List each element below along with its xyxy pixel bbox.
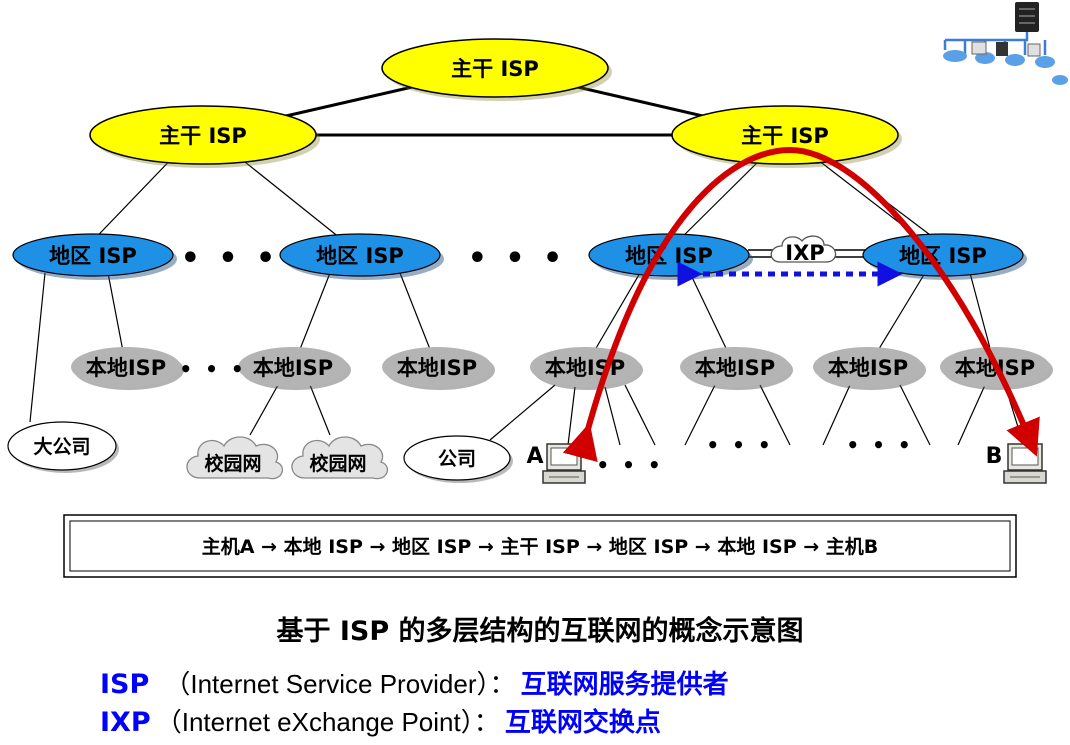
- regional-isp-1: 地区 ISP: [12, 233, 177, 280]
- local-isp-label: 本地ISP: [86, 356, 166, 380]
- large-company-label: 大公司: [33, 435, 90, 458]
- regional-isp-label: 地区 ISP: [316, 244, 404, 268]
- host-b-label: B: [986, 444, 1003, 469]
- figure-caption: 基于 ISP 的多层结构的互联网的概念示意图: [276, 615, 803, 647]
- backbone-isp-label: 主干 ISP: [741, 124, 829, 148]
- network-topology-icon: [943, 2, 1068, 85]
- route-arrow: [562, 146, 1040, 463]
- campus-network-2: 校园网: [291, 436, 389, 480]
- backbone-isp-left: 主干 ISP: [89, 105, 320, 168]
- ellipsis-hosts-1: • • •: [596, 453, 663, 477]
- ellipsis-hosts-2: • • •: [706, 433, 773, 457]
- campus-network-label: 校园网: [204, 452, 261, 475]
- ixp-label: IXP: [785, 241, 824, 265]
- host-b: B: [986, 443, 1047, 484]
- legend-ixp-line: IXP （Internet eXchange Point）： 互联网交换点: [100, 707, 661, 738]
- local-isp-2: 本地ISP: [238, 347, 351, 390]
- local-isp-label: 本地ISP: [695, 356, 775, 380]
- large-company: 大公司: [7, 421, 119, 473]
- regional-isp-2: 地区 ISP: [279, 233, 444, 280]
- company-label: 公司: [438, 448, 476, 470]
- legend-ixp-abbr: IXP: [100, 707, 151, 738]
- local-isp-5: 本地ISP: [680, 347, 793, 390]
- legend-isp-full: （Internet Service Provider）：: [164, 669, 515, 699]
- legend-isp-abbr: ISP: [100, 669, 149, 700]
- regional-isp-4: 地区 ISP: [862, 233, 1027, 280]
- host-a-label: A: [526, 444, 543, 469]
- backbone-isp-label: 主干 ISP: [159, 124, 247, 148]
- campus-network-1: 校园网: [186, 436, 284, 480]
- path-summary-text: 主机A → 本地 ISP → 地区 ISP → 主干 ISP → 地区 ISP …: [202, 535, 879, 558]
- local-isp-label: 本地ISP: [253, 356, 333, 380]
- company: 公司: [403, 435, 513, 483]
- backbone-isp-label: 主干 ISP: [451, 57, 539, 81]
- legend-isp-line: ISP （Internet Service Provider）： 互联网服务提供…: [100, 669, 729, 700]
- legend-ixp-cn: 互联网交换点: [505, 707, 661, 738]
- ellipsis-local: • • •: [179, 357, 246, 381]
- legend-isp-cn: 互联网服务提供者: [521, 670, 729, 700]
- ellipsis-regional-2: • • •: [468, 241, 566, 276]
- computer-icon: [1003, 443, 1047, 484]
- computer-icon: [542, 443, 586, 484]
- ellipsis-hosts-3: • • •: [846, 433, 913, 457]
- local-isp-label: 本地ISP: [828, 356, 908, 380]
- legend-ixp-full: （Internet eXchange Point）：: [156, 707, 500, 737]
- backbone-isp-top: 主干 ISP: [381, 38, 612, 101]
- legend-isp: ISP （Internet Service Provider）： 互联网服务提供…: [100, 669, 729, 700]
- local-isp-4: 本地ISP: [530, 347, 643, 390]
- regional-isp-label: 地区 ISP: [49, 244, 137, 268]
- ellipsis-regional-1: • • •: [181, 241, 279, 276]
- campus-network-label: 校园网: [309, 452, 366, 475]
- regional-isp-label: 地区 ISP: [625, 244, 713, 268]
- local-isp-6: 本地ISP: [813, 347, 926, 390]
- legend-ixp: IXP （Internet eXchange Point）： 互联网交换点: [100, 707, 661, 738]
- local-isp-label: 本地ISP: [397, 356, 477, 380]
- local-isp-3: 本地ISP: [382, 347, 495, 390]
- local-isp-1: 本地ISP: [71, 347, 184, 390]
- backbone-isp-right: 主干 ISP: [671, 105, 902, 168]
- path-summary: 主机A → 本地 ISP → 地区 ISP → 主干 ISP → 地区 ISP …: [63, 514, 1017, 578]
- ixp-node: IXP: [770, 235, 837, 265]
- regional-isp-3: 地区 ISP: [588, 233, 753, 280]
- regional-isp-label: 地区 ISP: [899, 244, 987, 268]
- host-a: A: [526, 443, 586, 484]
